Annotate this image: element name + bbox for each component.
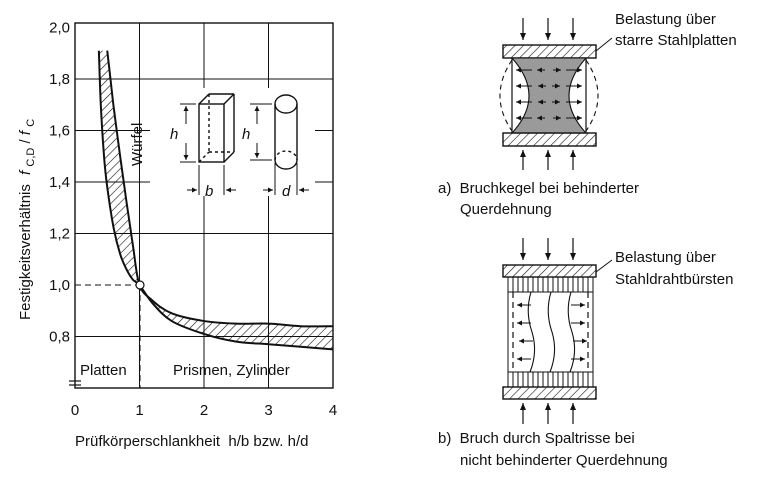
slenderness-chart: 0 1 2 3 4 0,8 1,0 1,2 1,4 1,6 1,8 2,0 Platten Prism… (17, 20, 337, 451)
x-tick-label: 2 (200, 402, 208, 419)
caption-b-line2: nicht behinderter Querdehnung (460, 452, 668, 469)
y-tick-label: 1,2 (49, 226, 70, 243)
specimen-body-b (507, 291, 594, 373)
bulge-outline-a (499, 59, 599, 132)
specimen-outline-b (512, 292, 589, 372)
annotation-wuerfel: Würfel (129, 123, 146, 166)
label-b-line2: Stahldrahtbürsten (615, 271, 733, 288)
steel-plate-top-b (502, 264, 597, 278)
steel-plate-top-a (502, 44, 597, 59)
y-axis-label: Festigkeitsverhältnis f C,D / f C (17, 119, 38, 320)
load-arrows-top-a (520, 18, 576, 40)
x-tick-label: 1 (135, 402, 143, 419)
x-tick-label: 4 (329, 402, 337, 419)
label-a-line2: starre Stahlplatten (615, 32, 737, 49)
label-leader-a (595, 37, 613, 52)
x-tick-label: 3 (264, 402, 272, 419)
annotation-platten: Platten (80, 362, 127, 379)
annotation-prismen-zylinder: Prismen, Zylinder (173, 362, 290, 379)
specimen-b-diagram: Belastung über Stahldrahtbürsten b) Bruc… (438, 238, 733, 469)
label-b-line1: Belastung über (615, 249, 716, 266)
y-axis-label-prefix: Festigkeitsverhältnis (17, 184, 34, 320)
y-label-sub1: C,D (25, 148, 37, 167)
label-a-line1: Belastung über (615, 11, 716, 28)
load-arrows-bottom-a (520, 150, 576, 170)
y-label-sub2: C (25, 119, 37, 127)
reference-point (135, 280, 145, 290)
x-tick-label: 0 (71, 402, 79, 419)
inner-arrows-b (517, 302, 587, 362)
split-crack-2 (547, 291, 556, 373)
dimension-h-prism: h (170, 126, 178, 143)
x-axis-label: Prüfkörperschlankheit h/b bzw. h/d (75, 433, 308, 450)
svg-text:Festigkeitsverhältnis: Festigkeitsverhältnis f C,D / f C (17, 119, 38, 320)
steel-plate-bottom-a (502, 132, 597, 147)
y-tick-label: 1,0 (49, 277, 70, 294)
caption-a-line2: Querdehnung (460, 201, 552, 218)
prism-sketch (180, 93, 236, 195)
split-crack-3 (567, 291, 576, 373)
load-arrows-bottom-b (520, 403, 576, 424)
y-tick-label: 0,8 (49, 329, 70, 346)
y-label-f2: f (17, 129, 34, 135)
y-label-f1: f (17, 169, 34, 175)
wire-brush-top (507, 277, 594, 292)
steel-plate-bottom-b (502, 386, 597, 400)
load-arrows-top-b (520, 238, 576, 260)
inner-arrows-a (516, 67, 582, 121)
y-tick-label: 1,8 (49, 71, 70, 88)
lower-curve (97, 50, 334, 351)
dimension-h-cylinder: h (242, 126, 250, 143)
label-leader-b (595, 259, 613, 273)
y-label-slash: / (17, 138, 34, 143)
y-tick-label: 1,6 (49, 123, 70, 140)
y-tick-label: 1,4 (49, 174, 70, 191)
cylinder-sketch (250, 94, 309, 195)
wire-brush-bottom (507, 372, 594, 387)
y-tick-label: 2,0 (49, 20, 70, 37)
caption-b-line1: b) Bruch durch Spaltrisse bei (438, 430, 635, 447)
caption-a-line1: a) Bruchkegel bei behinderter (438, 180, 639, 197)
specimen-a-diagram: Belastung über starre Stahlplatten a) Br… (438, 11, 737, 218)
specimen-inset: Würfel (129, 88, 315, 200)
inset-background (150, 88, 315, 196)
tick-labels: 0 1 2 3 4 0,8 1,0 1,2 1,4 1,6 1,8 2,0 (49, 20, 337, 420)
split-crack-1 (527, 291, 536, 373)
dimension-b: b (205, 183, 213, 200)
dimension-d: d (282, 183, 291, 200)
